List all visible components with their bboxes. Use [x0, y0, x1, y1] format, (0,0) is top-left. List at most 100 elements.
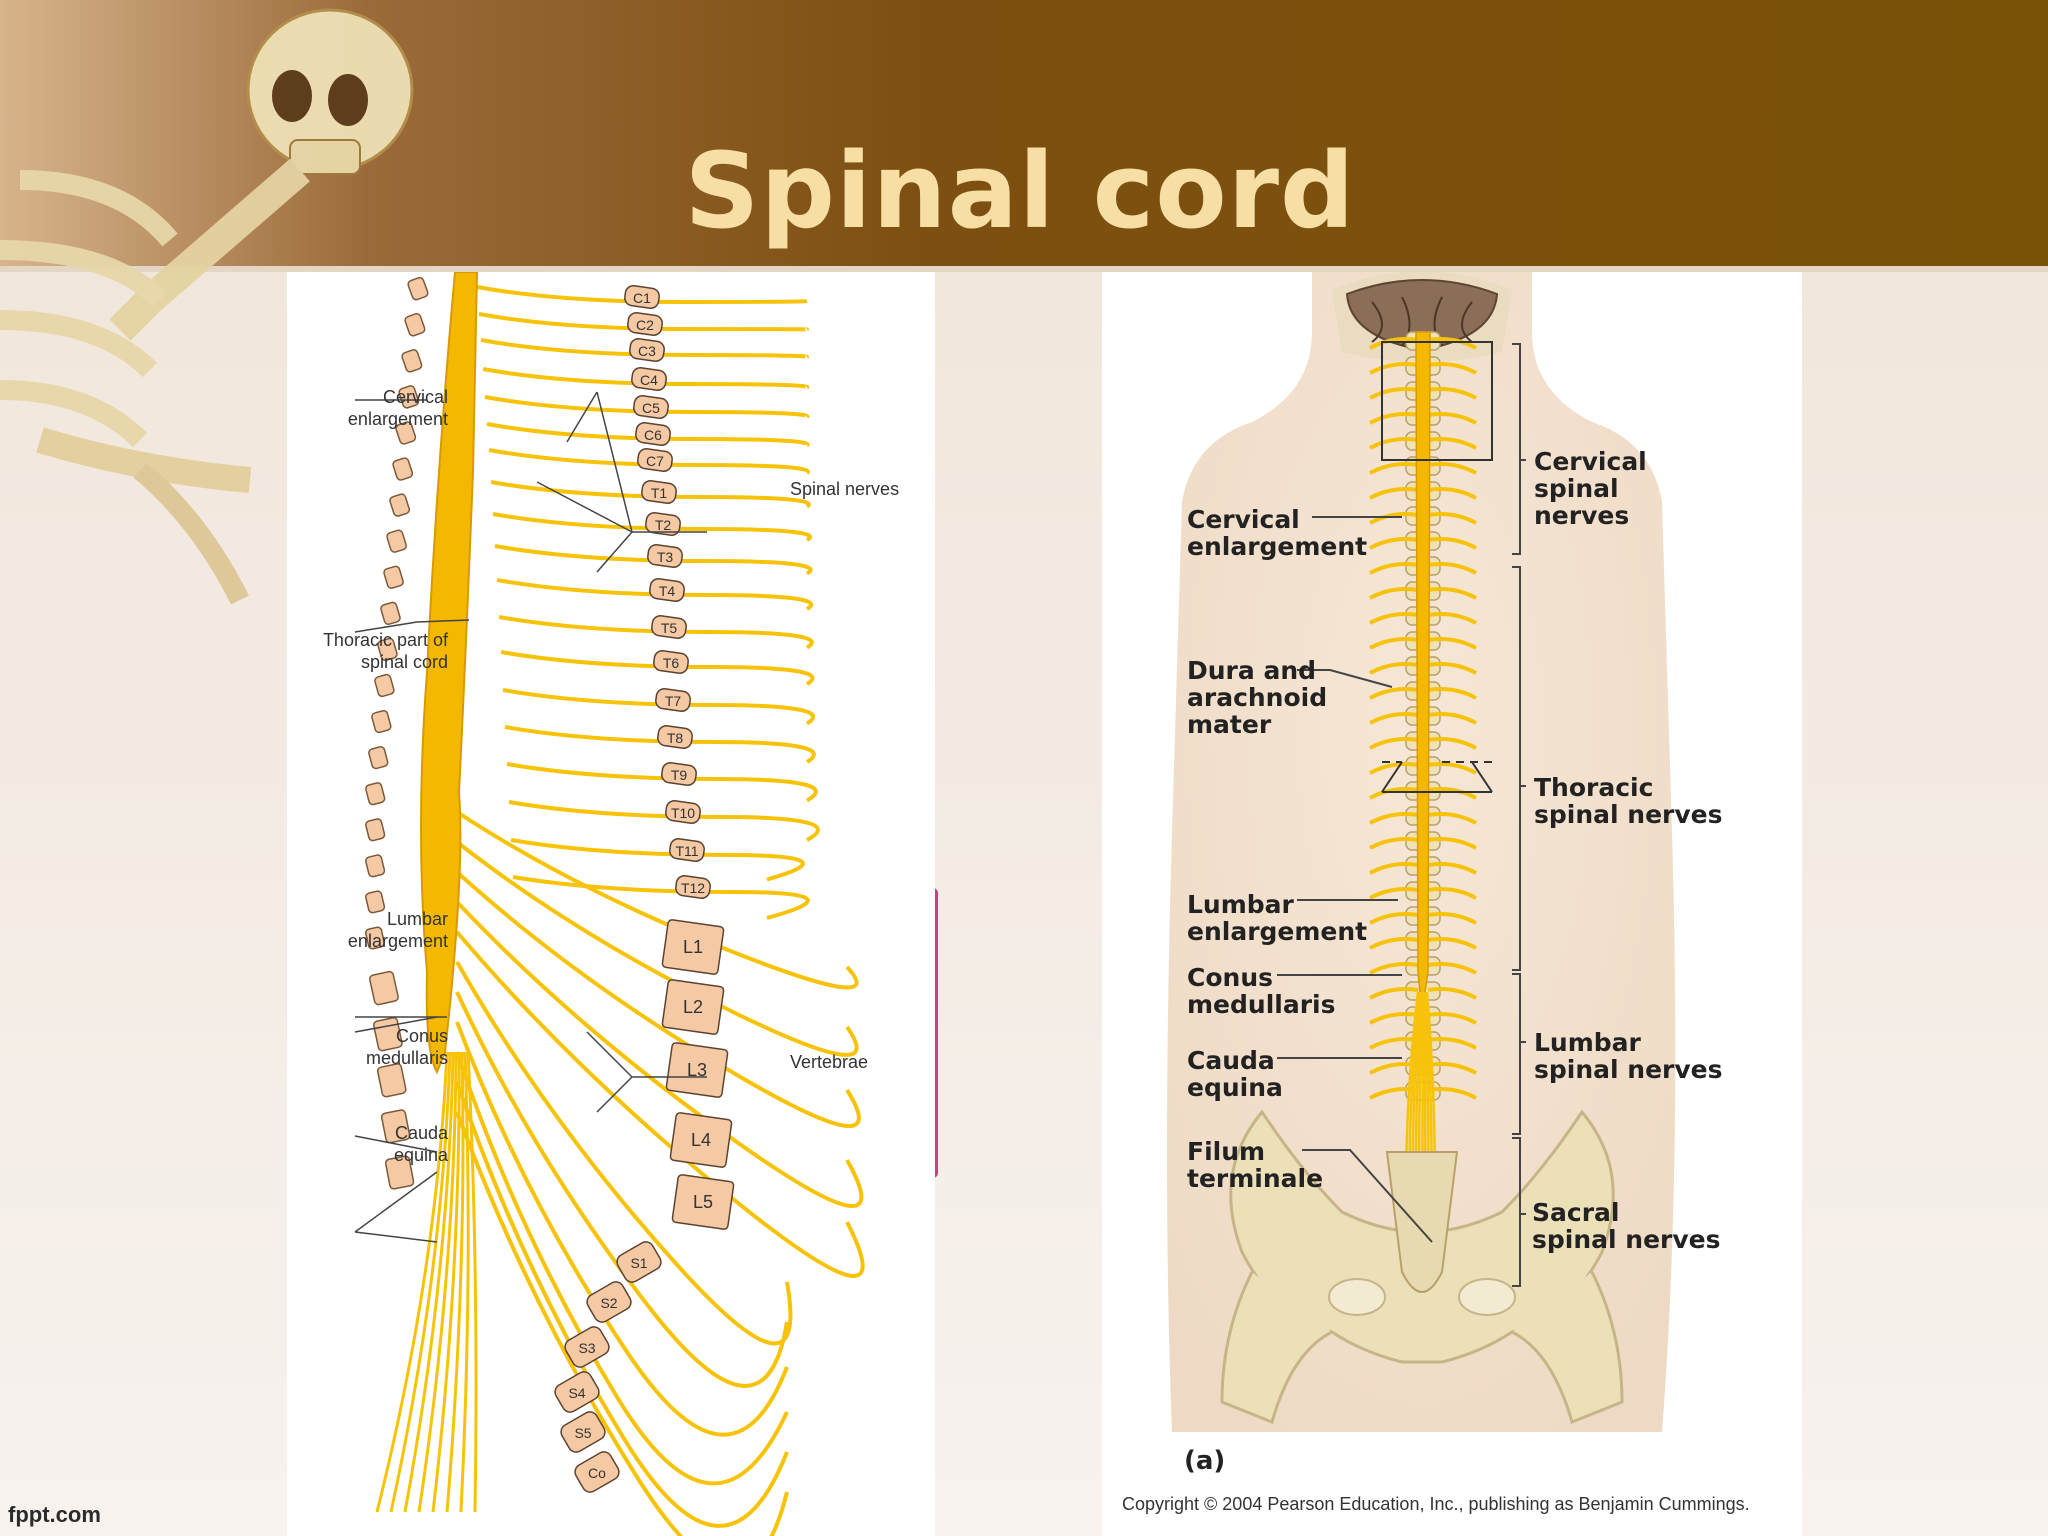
- spinal-nerve-right: [1427, 662, 1477, 675]
- vertebra-co: [574, 1451, 620, 1493]
- spinal-nerve-right: [1427, 387, 1477, 400]
- vertebra-t1: [641, 480, 677, 504]
- spinal-nerve-right: [1427, 462, 1477, 475]
- spinal-nerve-left: [1369, 487, 1419, 500]
- spinal-nerve: [512, 875, 810, 920]
- cauda-strand: [445, 1051, 465, 1513]
- spinal-nerve: [455, 991, 789, 1388]
- spinal-nerve-right: [1427, 537, 1477, 550]
- vertebral-process: [365, 818, 386, 842]
- spinal-nerve-left: [1369, 887, 1419, 900]
- spinal-nerve-left: [1369, 612, 1419, 625]
- spinal-nerve-right: [1427, 362, 1477, 375]
- vertebral-process: [371, 709, 392, 734]
- segment-label: T6: [663, 655, 680, 671]
- segment-label: T9: [671, 767, 688, 783]
- segment-label: T11: [675, 843, 698, 859]
- spinal-nerve: [496, 578, 814, 611]
- spinal-nerve: [455, 1111, 789, 1536]
- spinal-nerve: [510, 838, 805, 882]
- spinal-nerve-right: [1427, 587, 1477, 600]
- spinal-nerve-left: [1369, 737, 1419, 750]
- vertebral-process: [395, 421, 417, 445]
- spinal-nerve-left: [1369, 362, 1419, 375]
- skeleton-decoration: [0, 8, 414, 605]
- right-spine-drawing: [1369, 331, 1477, 1293]
- vertebra-c7: [637, 448, 673, 472]
- spinal-nerve-right: [1427, 612, 1477, 625]
- vertebra-s5: [560, 1411, 606, 1453]
- leader-lines: [1277, 516, 1433, 1243]
- spinal-nerve-right: [1427, 837, 1477, 850]
- spinal-nerve-left: [1369, 337, 1419, 350]
- segment-label: T3: [657, 549, 674, 565]
- segment-label: T7: [665, 693, 682, 709]
- region-brackets: [1512, 343, 1526, 1287]
- spinal-nerve: [484, 395, 810, 419]
- copyright-text: Copyright © 2004 Pearson Education, Inc.…: [1122, 1494, 1750, 1514]
- vertebra-s4: [554, 1371, 600, 1413]
- spinal-nerve-right: [1427, 487, 1477, 500]
- leader-line: [536, 391, 707, 573]
- spinal-nerve: [482, 367, 810, 390]
- spinal-nerve: [480, 338, 810, 359]
- cauda-strand: [375, 1051, 449, 1513]
- spinal-nerve-left: [1369, 787, 1419, 800]
- spinal-nerve: [508, 800, 820, 842]
- spinal-nerve: [455, 930, 865, 1278]
- spinal-nerve-left: [1369, 762, 1419, 775]
- vertebra-t7: [655, 688, 691, 712]
- spinal-nerve-left: [1369, 912, 1419, 925]
- segment-label: L4: [691, 1130, 711, 1150]
- vertebral-process: [401, 349, 423, 373]
- vertebra-t3: [647, 544, 683, 568]
- spinal-nerve: [506, 762, 818, 803]
- vertebral-process: [374, 673, 395, 698]
- spinal-nerve-right: [1427, 937, 1477, 950]
- spinal-nerve-right: [1427, 887, 1477, 900]
- vertebra-l4: [669, 1112, 733, 1168]
- vertebral-process: [407, 276, 429, 301]
- cauda-strand: [431, 1051, 461, 1513]
- footer-brand: fppt.com: [8, 1502, 101, 1527]
- spinal-nerve: [455, 1021, 789, 1437]
- vertebra-c1: [624, 285, 660, 309]
- segment-label: T10: [671, 805, 695, 821]
- slide-title: Spinal cord: [684, 130, 1356, 252]
- spinal-nerve: [492, 512, 812, 542]
- spinal-nerve-left: [1369, 987, 1419, 1000]
- vertebra-t8: [657, 725, 693, 749]
- spinal-nerve-right: [1427, 637, 1477, 650]
- vertebra-l5: [671, 1174, 735, 1230]
- cauda-strand: [403, 1051, 455, 1513]
- spinal-nerve-right: [1427, 412, 1477, 425]
- segment-label: S2: [600, 1295, 617, 1311]
- spinal-nerve-right: [1427, 562, 1477, 575]
- spinal-nerve-right: [1427, 337, 1477, 350]
- leader-line: [354, 1135, 438, 1153]
- spinal-nerve-left: [1369, 962, 1419, 975]
- segment-label: L2: [683, 997, 703, 1017]
- segment-label: S4: [568, 1385, 585, 1401]
- vertebral-process: [389, 493, 411, 517]
- spinal-nerve-right: [1427, 687, 1477, 700]
- vertebral-process: [384, 1155, 415, 1190]
- segment-label: T5: [661, 620, 678, 636]
- spinal-nerve-left: [1369, 862, 1419, 875]
- leader-line: [354, 619, 470, 633]
- spinal-nerve-right: [1427, 862, 1477, 875]
- vertebral-process: [365, 926, 385, 950]
- vertebral-process: [369, 970, 399, 1006]
- spinal-nerve-left: [1369, 937, 1419, 950]
- spinal-nerve: [486, 422, 810, 448]
- segment-label: S5: [574, 1425, 591, 1441]
- spinal-nerve: [476, 285, 808, 305]
- vertebra-s3: [564, 1326, 610, 1368]
